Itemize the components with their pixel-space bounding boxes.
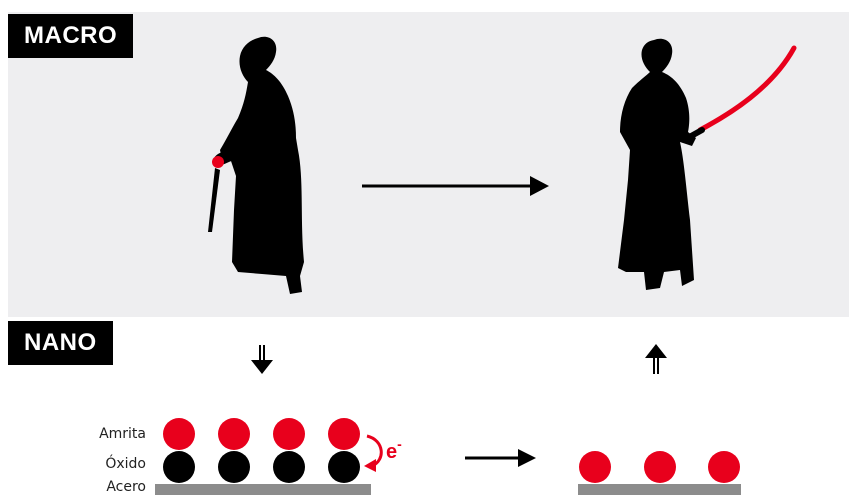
samurai-drawn-red-sword-icon: [618, 38, 797, 290]
electron-symbol: e: [386, 441, 397, 463]
electron-charge: -: [397, 436, 402, 452]
steel-substrate-right: [578, 484, 741, 495]
nano-after-layers: [578, 451, 741, 495]
electron-arrow-head: [364, 459, 376, 472]
electron-label: e-: [386, 436, 402, 463]
layer-label-acero: Acero: [106, 479, 146, 495]
macro-panel: [8, 12, 849, 317]
tsuba-red-icon: [212, 156, 224, 168]
macro-transition-arrow: [362, 176, 549, 196]
layer-label-oxido: Óxido: [105, 456, 146, 472]
steel-substrate-left: [155, 484, 371, 495]
oxide-particle: [218, 451, 250, 483]
samurai-sheathed-sword-icon: [208, 36, 304, 295]
macro-section-label: MACRO: [8, 14, 134, 58]
oxide-particle: [328, 451, 360, 483]
red-katana-icon: [697, 45, 797, 133]
amrita-particle: [328, 418, 360, 450]
oxide-particle: [273, 451, 305, 483]
amrita-particle: [163, 418, 195, 450]
amrita-particle: [218, 418, 250, 450]
amrita-particle: [273, 418, 305, 450]
layer-label-amrita: Amrita: [99, 426, 146, 442]
nano-section-label: NANO: [8, 321, 113, 365]
amrita-particle: [708, 451, 740, 483]
oxide-particle: [163, 451, 195, 483]
amrita-particle: [644, 451, 676, 483]
amrita-particle: [579, 451, 611, 483]
nano-before-layers: [155, 418, 383, 495]
nano-transition-arrow: [465, 449, 536, 467]
double-up-arrow-icon: [645, 344, 667, 374]
double-down-arrow-icon: [251, 345, 273, 374]
